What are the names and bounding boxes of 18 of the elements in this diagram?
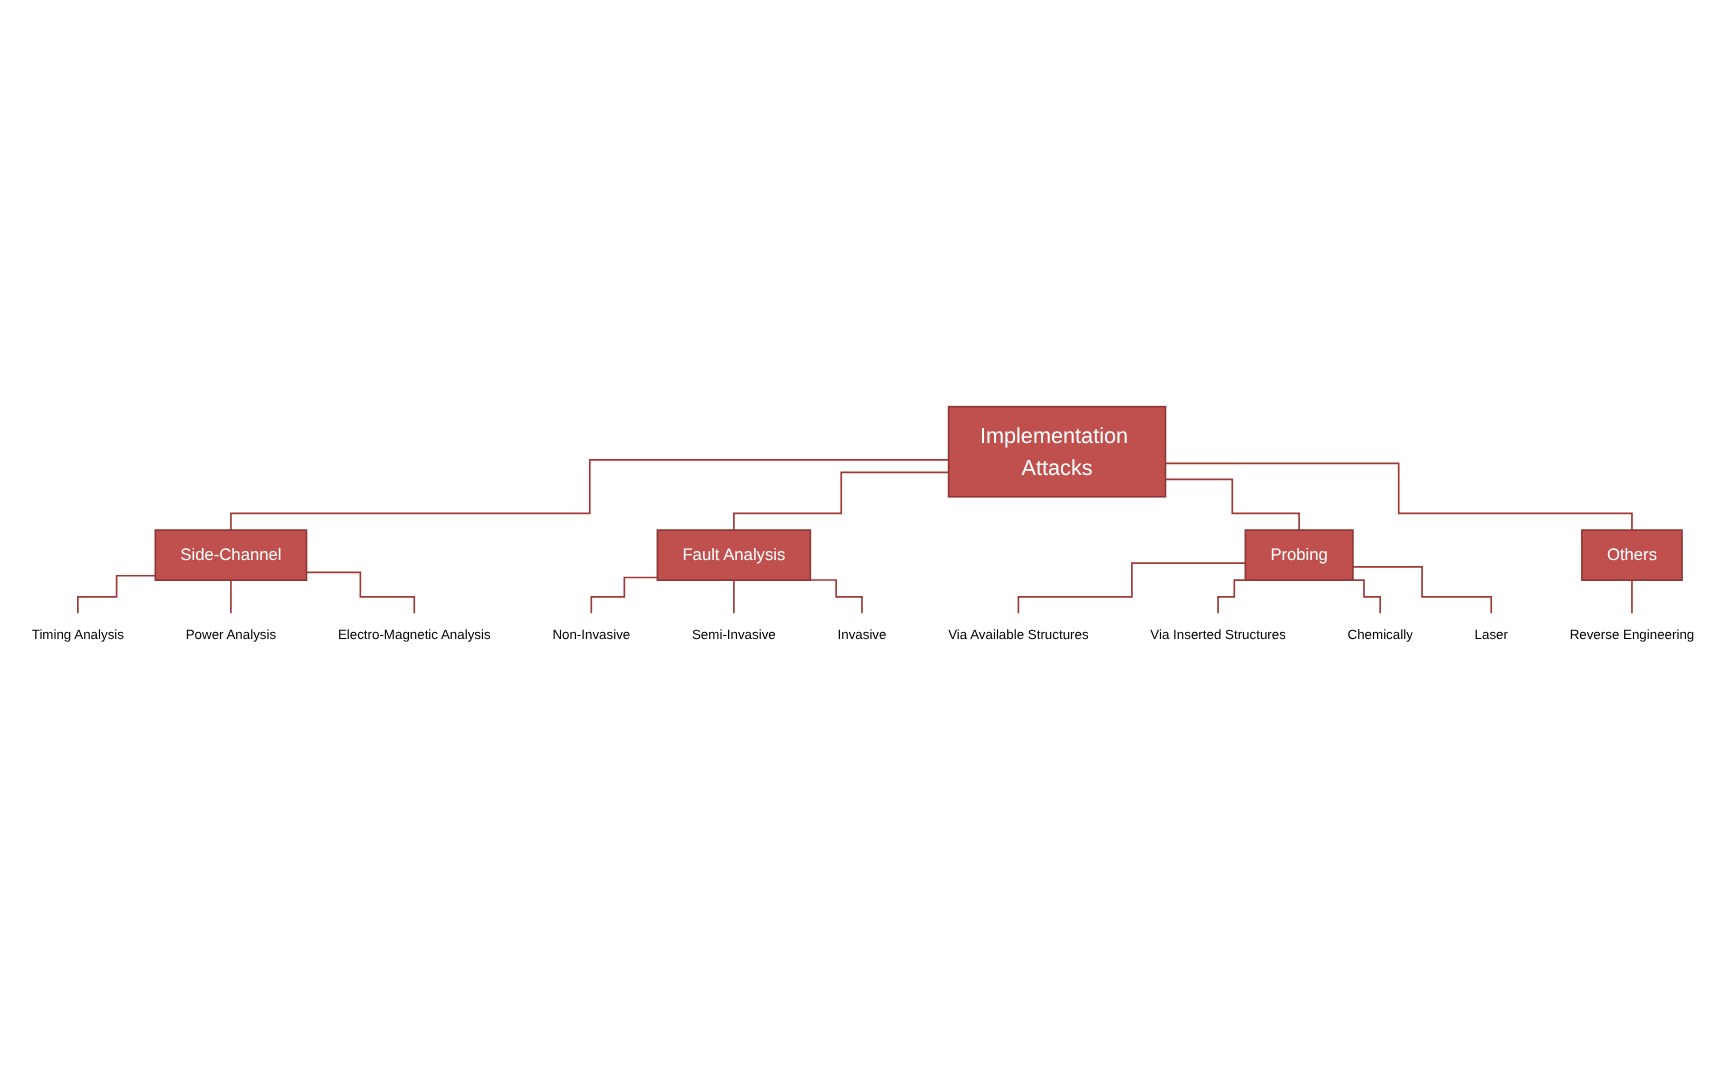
node-box: Side-Channel (154, 529, 308, 582)
node-box: Probing (1244, 529, 1354, 582)
connector (733, 471, 950, 532)
connector (77, 575, 157, 615)
node-box: Fault Analysis (656, 529, 812, 582)
connector (1164, 462, 1633, 532)
connector (590, 577, 659, 615)
connector (230, 459, 950, 532)
connector (1164, 478, 1300, 532)
connector (1352, 566, 1493, 615)
node-box: Implementation Attacks (947, 406, 1167, 498)
connector (733, 579, 735, 615)
connector (1017, 562, 1247, 615)
connector (809, 579, 863, 615)
connector (1631, 579, 1633, 615)
node-box: Others (1581, 529, 1683, 582)
connector (230, 579, 232, 615)
connector (305, 571, 416, 615)
